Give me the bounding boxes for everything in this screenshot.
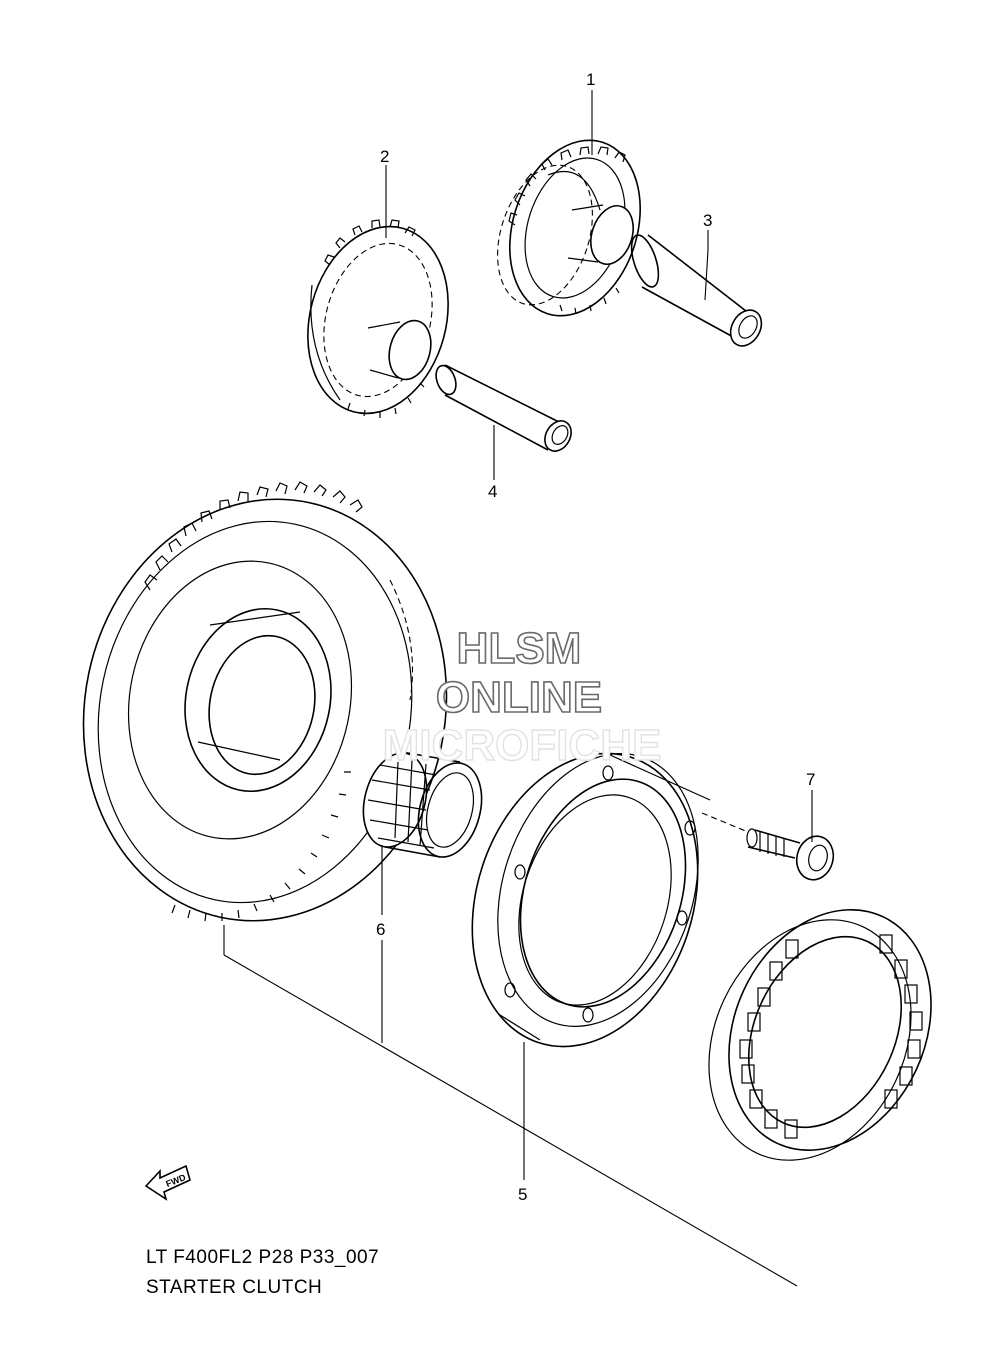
one-way-clutch[interactable] bbox=[671, 877, 969, 1194]
caption-code: LT F400FL2 P28 P33_007 bbox=[146, 1247, 379, 1268]
callout-4: 4 bbox=[488, 482, 497, 501]
fwd-arrow-icon: FWD bbox=[144, 1164, 191, 1201]
part-2-idle-gear[interactable] bbox=[288, 211, 469, 430]
callouts: 1 2 3 4 5 6 7 bbox=[376, 70, 815, 1204]
watermark-line-1: HLSM bbox=[457, 624, 582, 673]
part-1-idle-gear[interactable] bbox=[481, 123, 662, 333]
gear-6-teeth bbox=[144, 481, 363, 922]
housing-bolt-holes bbox=[504, 765, 696, 1023]
leader-lines bbox=[223, 90, 813, 1287]
callout-5: 5 bbox=[518, 1185, 527, 1204]
part-7-bolt[interactable] bbox=[701, 812, 838, 884]
part-5-clutch-housing[interactable] bbox=[436, 724, 734, 1076]
caption-title: STARTER CLUTCH bbox=[146, 1277, 322, 1298]
clutch-rollers bbox=[739, 934, 923, 1139]
part-6-needle-bearing[interactable] bbox=[354, 746, 492, 864]
callout-3: 3 bbox=[703, 211, 712, 230]
callout-7: 7 bbox=[806, 770, 815, 789]
part-3-shaft[interactable] bbox=[626, 232, 767, 352]
diagram-caption: LT F400FL2 P28 P33_007 STARTER CLUTCH bbox=[146, 1247, 379, 1298]
part-6-driven-gear[interactable] bbox=[45, 465, 485, 955]
watermark: HLSM ONLINE MICROFICHE bbox=[382, 623, 662, 771]
part-4-shaft[interactable] bbox=[432, 363, 576, 456]
gear-1-teeth bbox=[508, 146, 626, 315]
callout-6: 6 bbox=[376, 920, 385, 939]
gear-2-teeth bbox=[324, 219, 425, 418]
watermark-line-2: ONLINE bbox=[436, 673, 602, 722]
watermark-line-3: MICROFICHE bbox=[383, 721, 662, 770]
callout-1: 1 bbox=[586, 70, 595, 89]
callout-2: 2 bbox=[380, 147, 389, 166]
